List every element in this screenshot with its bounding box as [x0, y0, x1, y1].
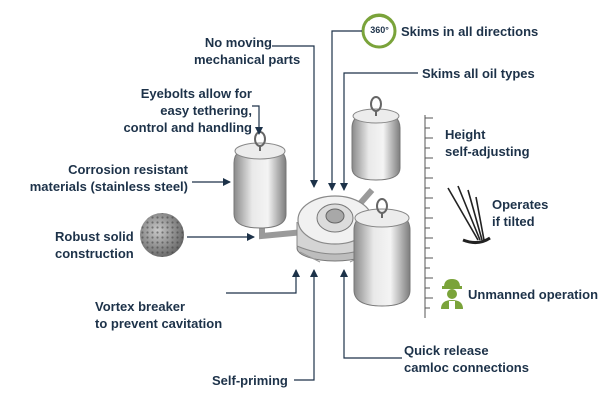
label-corrosion: Corrosion resistant materials (stainless… [29, 162, 188, 194]
arrow-no-moving [272, 45, 318, 188]
callout-arrows [187, 30, 418, 381]
label-quick-release: Quick release camloc connections [404, 343, 529, 375]
tilt-lines-icon [447, 185, 491, 245]
arrow-vortex [226, 269, 300, 294]
360-degree-icon [361, 13, 397, 49]
skimmer-illustration [233, 96, 411, 307]
arrow-eyebolts [252, 105, 263, 135]
badge-360-text: 360° [370, 25, 389, 35]
label-height: Height self-adjusting [445, 127, 530, 159]
float-front-right [353, 198, 411, 307]
float-left [233, 131, 287, 229]
worker-icon [441, 279, 463, 309]
label-vortex: Vortex breaker to prevent cavitation [95, 299, 223, 331]
label-tilted: Operates if tilted [492, 197, 549, 229]
label-robust: Robust solid construction [55, 229, 134, 261]
mesh-sphere-icon [140, 213, 184, 257]
arrow-skims-dirs [328, 30, 362, 191]
height-scale [424, 115, 433, 318]
label-skims-directions: Skims in all directions [401, 24, 539, 39]
label-no-moving-parts: No moving mechanical parts [194, 35, 301, 67]
label-eyebolts: Eyebolts allow for easy tethering, contr… [123, 86, 252, 135]
arrow-quick-release [340, 269, 402, 359]
label-unmanned: Unmanned operation [468, 287, 599, 302]
float-rear-right [351, 96, 401, 181]
arrow-self-priming [294, 269, 318, 381]
label-self-priming: Self-priming [212, 373, 288, 388]
label-skims-oil: Skims all oil types [422, 66, 535, 81]
arrow-skims-oil [340, 72, 418, 191]
